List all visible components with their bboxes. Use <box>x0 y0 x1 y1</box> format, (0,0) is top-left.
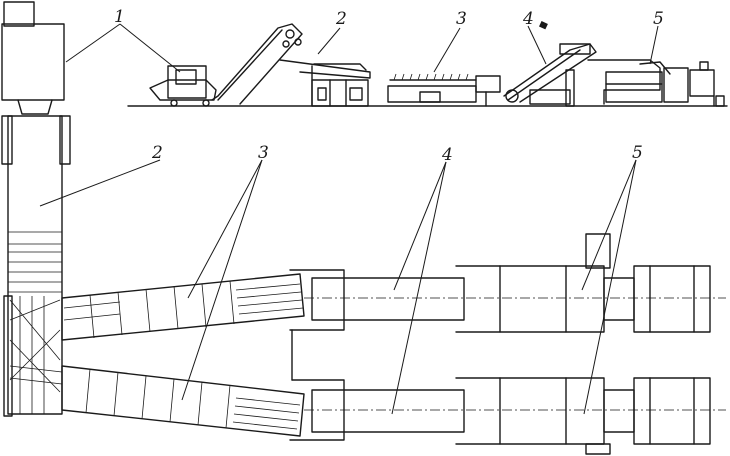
side-elevator-4 <box>503 21 597 107</box>
side-inclined-conveyor-2 <box>211 23 371 107</box>
plan-sorting-table-upper <box>61 273 305 341</box>
label-plan-3: 3 <box>258 143 269 163</box>
side-washing-machine-5 <box>587 59 725 107</box>
plan-sorting-table-lower <box>9 365 305 437</box>
label-side-5: 5 <box>653 9 664 29</box>
side-sorting-table-3 <box>387 73 501 107</box>
label-side-2: 2 <box>335 9 347 29</box>
label-plan-5: 5 <box>632 143 643 163</box>
label-side-4: 4 <box>522 9 534 29</box>
side-feeder-unit-1 <box>149 65 217 107</box>
plan-line-lower <box>289 329 726 455</box>
label-side-3: 3 <box>456 9 467 29</box>
label-plan-2: 2 <box>151 143 163 163</box>
plan-line-upper <box>289 233 726 333</box>
side-elevation: 1 2 3 4 5 <box>65 7 728 107</box>
label-side-1: 1 <box>114 7 125 27</box>
plan-receiving-column <box>1 1 71 417</box>
label-plan-4: 4 <box>441 145 453 165</box>
